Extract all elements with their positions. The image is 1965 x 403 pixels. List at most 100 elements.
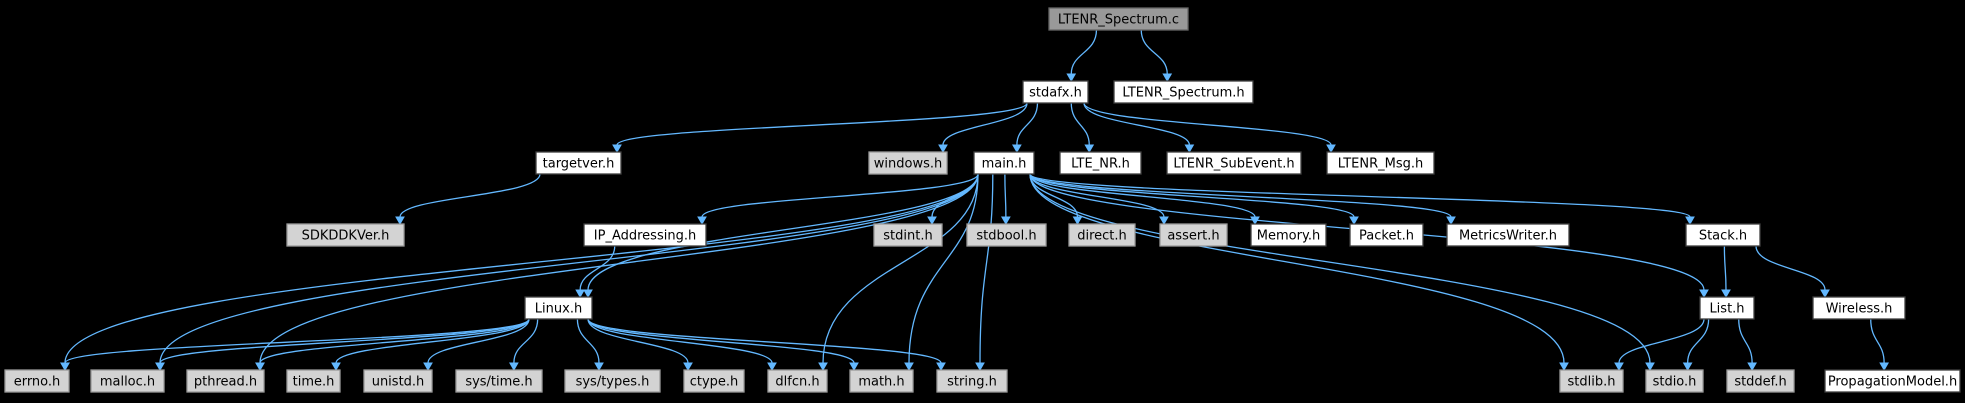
edge-line <box>399 173 541 218</box>
node-label: SDKDDKVer.h <box>302 229 390 244</box>
edge-arrowhead <box>395 216 405 226</box>
edge-arrowhead <box>583 289 593 299</box>
node-label: ctype.h <box>690 375 739 390</box>
edge-line <box>513 318 539 364</box>
node-targetver-h[interactable]: targetver.h <box>535 151 622 175</box>
node-ltenr-spectrum-h[interactable]: LTENR_Spectrum.h <box>1113 80 1254 104</box>
node-sys-types-h: sys/types.h <box>564 369 661 393</box>
edge-line <box>335 318 530 364</box>
node-label: Memory.h <box>1257 229 1320 244</box>
node-pthread-h: pthread.h <box>186 369 265 393</box>
node-stack-h[interactable]: Stack.h <box>1685 223 1761 247</box>
edge-arrowhead <box>1820 289 1830 299</box>
node-list-h[interactable]: List.h <box>1699 296 1755 320</box>
node-stdafx-h[interactable]: stdafx.h <box>1022 80 1089 104</box>
edge-arrowhead <box>509 362 519 372</box>
edge-main_h-to-errno_h <box>60 173 979 372</box>
edge-linux_h-to-time_h <box>331 318 530 372</box>
node-packet-h[interactable]: Packet.h <box>1349 223 1424 247</box>
node-box <box>868 151 948 175</box>
node-box <box>1645 369 1704 393</box>
edge-linux_h-to-ctype_h <box>587 318 693 372</box>
edge-ltenr_spectrum_c-to-stdafx_h <box>1066 29 1098 83</box>
edge-line <box>587 318 855 364</box>
edge-line <box>1016 102 1039 146</box>
edge-arrowhead <box>331 362 341 372</box>
node-ltenr-subevent-h[interactable]: LTENR_SubEvent.h <box>1166 151 1302 175</box>
node-windows-h: windows.h <box>868 151 948 175</box>
edge-arrowhead <box>1721 289 1731 299</box>
node-label: stddef.h <box>1734 375 1786 390</box>
node-label: windows.h <box>874 157 942 172</box>
edge-line <box>1083 102 1332 146</box>
edge-line <box>1070 102 1090 146</box>
edge-arrowhead <box>1066 73 1077 83</box>
edge-arrowhead <box>612 144 622 154</box>
edge-line <box>64 173 979 364</box>
edge-arrowhead <box>1012 144 1022 154</box>
edge-line <box>1070 29 1098 75</box>
node-box <box>524 296 593 320</box>
edge-line <box>576 318 600 364</box>
edge-arrowhead <box>927 216 937 226</box>
node-label: pthread.h <box>194 375 257 390</box>
edge-arrowhead <box>1682 362 1693 372</box>
node-box <box>1726 369 1795 393</box>
node-memory-h[interactable]: Memory.h <box>1250 223 1327 247</box>
edge-line <box>931 173 979 218</box>
edge-line <box>1140 29 1168 75</box>
node-box <box>1068 223 1136 247</box>
edge-arrowhead <box>594 362 604 372</box>
edge-line <box>159 318 530 364</box>
node-box <box>1326 151 1435 175</box>
node-box <box>1559 369 1624 393</box>
edge-main_h-to-metricswriter_h <box>1029 173 1456 226</box>
edge-line <box>587 318 942 364</box>
edge-line <box>1083 102 1191 146</box>
node-main-h[interactable]: main.h <box>973 151 1035 175</box>
edge-main_h-to-stdio_h <box>1029 173 1655 372</box>
edge-stdafx_h-to-windows_h <box>938 102 1028 154</box>
node-label: sys/types.h <box>576 375 650 390</box>
edge-line <box>1755 245 1826 291</box>
node-propagationmodel-h[interactable]: PropagationModel.h <box>1824 369 1961 393</box>
node-wireless-h[interactable]: Wireless.h <box>1812 296 1906 320</box>
edge-line <box>942 102 1028 146</box>
edge-stdafx_h-to-targetver_h <box>612 102 1028 154</box>
node-ltenr-msg-h[interactable]: LTENR_Msg.h <box>1326 151 1435 175</box>
node-linux-h[interactable]: Linux.h <box>524 296 593 320</box>
node-label: List.h <box>1709 302 1744 317</box>
node-dlfcn-h: dlfcn.h <box>767 369 828 393</box>
node-box <box>1159 223 1228 247</box>
edge-list_h-to-stdlib_h <box>1614 318 1705 372</box>
node-lte-nr-h[interactable]: LTE_NR.h <box>1059 151 1142 175</box>
node-direct-h: direct.h <box>1068 223 1136 247</box>
edge-line <box>587 318 773 364</box>
edge-stdafx_h-to-lte_nr_h <box>1070 102 1095 154</box>
edge-linux_h-to-malloc_h <box>155 318 530 372</box>
node-box <box>767 369 828 393</box>
node-box <box>286 223 405 247</box>
edge-line <box>701 173 979 218</box>
node-label: stdint.h <box>883 229 932 244</box>
node-box <box>966 223 1047 247</box>
node-ip-addressing-h[interactable]: IP_Addressing.h <box>583 223 707 247</box>
edge-wireless_h-to-propagationmodel_h <box>1870 318 1889 372</box>
node-unistd-h: unistd.h <box>363 369 433 393</box>
node-label: LTENR_Msg.h <box>1338 157 1423 172</box>
edge-main_h-to-stdlib_h <box>1029 173 1569 372</box>
node-box <box>455 369 543 393</box>
edge-arrowhead <box>423 362 433 372</box>
edge-arrowhead <box>1645 362 1655 372</box>
edge-arrowhead <box>1699 289 1709 299</box>
edge-line <box>979 173 994 364</box>
node-box <box>1349 223 1424 247</box>
node-box <box>4 369 70 393</box>
edge-main_h-to-ip_addressing_h <box>697 173 979 226</box>
edge-stack_h-to-wireless_h <box>1755 245 1830 299</box>
node-label: main.h <box>982 157 1027 172</box>
node-label: string.h <box>947 375 997 390</box>
node-metricswriter-h[interactable]: MetricsWriter.h <box>1446 223 1570 247</box>
node-label: Stack.h <box>1699 229 1747 244</box>
node-label: PropagationModel.h <box>1828 375 1957 390</box>
